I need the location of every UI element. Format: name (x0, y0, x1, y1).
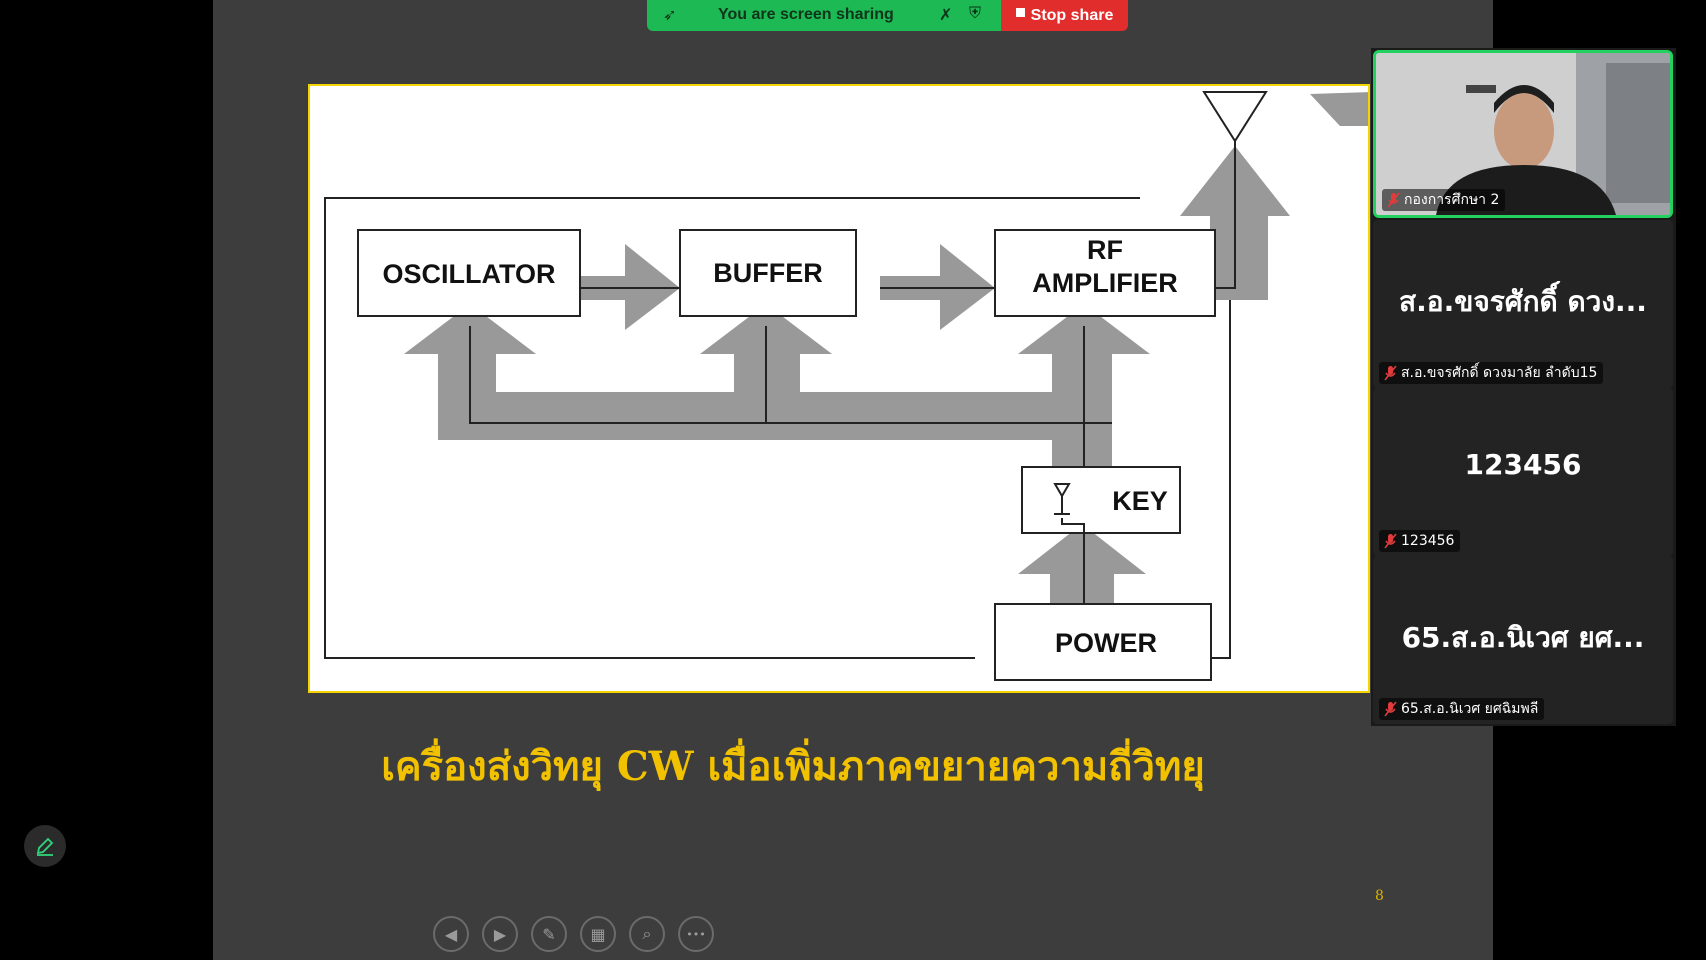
stop-share-label: Stop share (1030, 6, 1114, 24)
zoom-button[interactable]: ⌕ (629, 916, 665, 952)
arrow-right-icon: ▶ (493, 924, 507, 944)
participant-tile[interactable]: ส.อ.ขจรศักดิ์ ดวง... ส.อ.ขจรศักดิ์ ดวงมา… (1373, 220, 1673, 388)
participant-name: 65.ส.อ.นิเวศ ยศฉิมพลี (1401, 701, 1539, 717)
oscillator-block (357, 229, 581, 317)
slide-grid-button[interactable]: ▦ (580, 916, 616, 952)
stop-square-icon (1015, 8, 1025, 17)
mic-off-icon (1384, 533, 1397, 549)
rf-label-line2: AMPLIFIER (1032, 268, 1178, 298)
outer-loop-line (324, 197, 1140, 659)
pen-button[interactable]: ✎ (531, 916, 567, 952)
magnifier-icon: ⌕ (642, 924, 652, 943)
pencil-icon (36, 837, 54, 856)
more-button[interactable]: ••• (678, 916, 714, 952)
power-label: POWER (1055, 628, 1157, 658)
power-block (994, 603, 1212, 681)
stop-share-button[interactable]: Stop share (1001, 0, 1128, 31)
participant-name-label: ส.อ.ขจรศักดิ์ ดวงมาลัย ลำดับ15 (1379, 362, 1604, 384)
participant-name-label: 123456 (1379, 530, 1461, 552)
participant-display-name: ส.อ.ขจรศักดิ์ ดวง... (1399, 285, 1647, 318)
key-block (1021, 466, 1181, 534)
power-bus-drop (1052, 440, 1112, 466)
buffer-block (679, 229, 857, 317)
key-label: KEY (1112, 486, 1168, 516)
previous-slide-button[interactable]: ◀ (433, 916, 469, 952)
rf-amplifier-block (994, 229, 1216, 317)
participant-tile-video[interactable]: กองการศึกษา 2 (1373, 50, 1673, 218)
share-arrow-icon: ➶ (663, 7, 677, 24)
slide-diagram-image: OSCILLATOR BUFFER RF AMPLIFIER KEY POWER (308, 84, 1370, 693)
participant-tile[interactable]: 123456 123456 (1373, 388, 1673, 556)
participant-name: ส.อ.ขจรศักดิ์ ดวงมาลัย ลำดับ15 (1401, 365, 1598, 381)
next-slide-button[interactable]: ▶ (482, 916, 518, 952)
power-to-key-arrow (1018, 524, 1146, 611)
oscillator-label: OSCILLATOR (383, 259, 556, 289)
block-diagram: OSCILLATOR BUFFER RF AMPLIFIER KEY POWER (324, 91, 1368, 681)
pen-icon: ✎ (542, 924, 556, 944)
participant-name-label: กองการศึกษา 2 (1382, 189, 1506, 211)
share-status-text: You are screen sharing (718, 6, 894, 23)
share-status-area[interactable]: ➶ You are screen sharing ✗ ⛨ (647, 0, 1001, 31)
security-shield-icon: ⛨ (969, 5, 982, 22)
antenna-icon (1202, 91, 1268, 143)
participant-display-name: 123456 (1464, 448, 1582, 481)
participant-name-label: 65.ส.อ.นิเวศ ยศฉิมพลี (1379, 698, 1545, 720)
rf-label-line1: RF (1087, 235, 1123, 265)
screen-share-banner: ➶ You are screen sharing ✗ ⛨ Stop share (647, 0, 1128, 31)
shared-screen-area: OSCILLATOR BUFFER RF AMPLIFIER KEY POWER… (213, 0, 1493, 960)
power-bus (438, 419, 1112, 440)
participant-name: กองการศึกษา 2 (1404, 192, 1500, 208)
buffer-label: BUFFER (713, 258, 823, 288)
slide-number: 8 (1375, 888, 1384, 904)
slide-toolbar: ◀ ▶ ✎ ▦ ⌕ ••• (433, 916, 714, 952)
annotate-button[interactable] (24, 825, 66, 867)
mic-muted-icon: ✗ (939, 7, 953, 24)
key-switch-icon (1053, 483, 1085, 534)
power-bus-arrows (404, 304, 1150, 419)
more-dots-icon: ••• (686, 927, 706, 941)
participant-video-feed (1376, 53, 1670, 215)
participant-tile[interactable]: 65.ส.อ.นิเวศ ยศ... 65.ส.อ.นิเวศ ยศฉิมพลี (1373, 556, 1673, 724)
participants-panel: กองการศึกษา 2 ส.อ.ขจรศักดิ์ ดวง... ส.อ.ข… (1371, 48, 1676, 726)
arrow-left-icon: ◀ (444, 924, 458, 944)
participant-name: 123456 (1401, 533, 1455, 549)
mic-off-icon (1384, 701, 1397, 717)
grid-icon: ▦ (590, 924, 606, 944)
mic-off-icon (1387, 192, 1400, 208)
participant-display-name: 65.ส.อ.นิเวศ ยศ... (1401, 621, 1645, 654)
slide-caption: เครื่องส่งวิทยุ CW เมื่อเพิ่มภาคขยายความ… (381, 743, 1205, 790)
mic-off-icon (1384, 365, 1397, 381)
